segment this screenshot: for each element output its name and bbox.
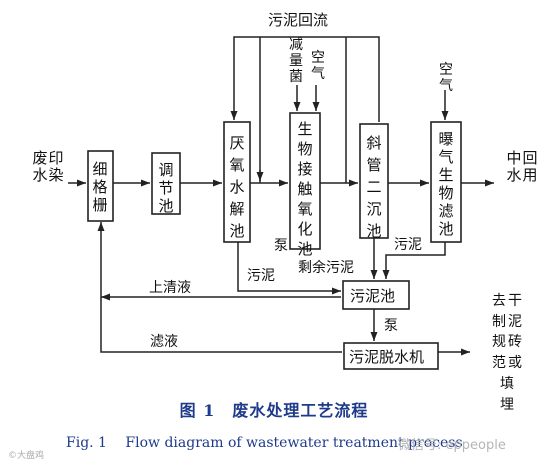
watermark-right: 微信号: eppeople: [398, 438, 506, 453]
label-supernatant: 上清液: [149, 280, 191, 296]
contact-oxidation-tank-label-char: 化: [297, 220, 312, 238]
flow-lines: [68, 36, 494, 356]
baf-label-char: 池: [438, 220, 453, 238]
sludge-disposal-label-char: 去: [492, 293, 506, 309]
contact-oxidation-tank-label-char: 接: [297, 160, 312, 178]
horizontal-labels: 污泥回流 泵 污泥 剩余污泥 污泥 上清液 泵 滤液 污泥池 污泥脱水机: [149, 11, 424, 366]
sludge-return-line: [230, 36, 380, 122]
label-pump-2: 泵: [384, 318, 398, 334]
contact-oxidation-tank-label-char: 物: [297, 140, 312, 158]
clarifier-label-char: 斜: [366, 134, 381, 152]
fine-screen-label-char: 格: [92, 178, 107, 196]
baf-label-char: 滤: [438, 202, 453, 220]
label-sludge-1: 污泥: [247, 268, 275, 284]
fine-screen-box: [87, 150, 114, 222]
hydrolysis-tank-label-char: 厌: [229, 134, 244, 152]
baf-label-char: 气: [438, 148, 453, 166]
label-filtrate: 滤液: [150, 334, 178, 350]
input-label-char: 染: [48, 166, 63, 184]
hydrolysis-tank-label-char: 水: [229, 178, 244, 196]
clarifier-label-char: 沉: [366, 200, 381, 218]
sludge-tank-label: 污泥池: [350, 287, 395, 305]
label-pump-1: 泵: [274, 238, 288, 254]
hydrolysis-tank-label-char: 池: [229, 222, 244, 240]
reduced-bacteria-label-char: 减: [289, 37, 303, 53]
air-2-label-char: 空: [439, 62, 453, 78]
hydrolysis-tank-label-char: 氧: [229, 156, 244, 174]
equalization-tank-box: [151, 152, 181, 215]
sludge-disposal-label-char: 规: [492, 334, 506, 350]
output-label-char: 水: [506, 166, 521, 184]
sludge-disposal-label-char: 泥: [508, 314, 522, 330]
baf-label-char: 生: [438, 166, 453, 184]
label-sludge-2: 污泥: [394, 237, 422, 253]
air-2-label: 空气: [439, 62, 453, 94]
equalization-tank-label-char: 调: [158, 161, 173, 179]
output-label-char: 用: [522, 166, 537, 184]
sludge-tank-box: [342, 280, 410, 310]
input-label-char: 废: [32, 149, 47, 167]
clarifier-label-char: 二: [366, 178, 381, 196]
input-label-char: 印: [48, 149, 63, 167]
baf-label-char: 曝: [438, 130, 453, 148]
clarifier-label-char: 管: [366, 156, 381, 174]
sludge-disposal-label-char: 或: [508, 355, 522, 371]
dewatering-machine-box: [343, 342, 439, 370]
watermark-left: ©大盘鸡: [8, 451, 45, 461]
fine-screen-label: 细格栅: [92, 160, 107, 214]
output-label-char: 回: [522, 149, 537, 167]
output-label-char: 中: [506, 149, 521, 167]
equalization-tank-label: 调节池: [158, 161, 173, 215]
sludge-disposal-label-char: 砖: [508, 334, 522, 350]
sludge-from-baf: [382, 242, 446, 279]
hydrolysis-tank-label-char: 解: [229, 200, 244, 218]
caption-chinese: 图 1 废水处理工艺流程: [179, 401, 369, 420]
input-label-char: 水: [32, 166, 47, 184]
process-boxes: [87, 112, 462, 370]
reduced-bacteria-label-char: 菌: [289, 69, 303, 85]
sludge-disposal-label-char: 范: [492, 354, 506, 371]
sludge-disposal-label-char: 埋: [500, 397, 514, 413]
air-1-label-char: 气: [311, 66, 325, 82]
contact-oxidation-tank-label-char: 生: [297, 120, 312, 138]
air-2-label-char: 气: [439, 78, 453, 94]
equalization-tank-label-char: 节: [158, 179, 173, 197]
baf-box: [430, 121, 462, 243]
air-1-label-char: 空: [311, 50, 325, 66]
hydrolysis-tank-box: [223, 121, 251, 243]
baf-label-char: 物: [438, 184, 453, 202]
sludge-disposal-label-char: 干: [508, 293, 522, 309]
contact-oxidation-tank-label-char: 池: [297, 240, 312, 258]
contact-oxidation-tank-box: [289, 112, 321, 250]
sludge-disposal-label-char: 填: [500, 376, 514, 392]
filtrate-return: [97, 222, 342, 353]
equalization-tank-label-char: 池: [158, 197, 173, 215]
caption-english: Fig. 1 Flow diagram of wastewater treatm…: [66, 435, 463, 451]
reduced-bacteria-label: 减量菌: [289, 37, 303, 85]
label-sludge-return: 污泥回流: [268, 11, 328, 29]
fine-screen-label-char: 细: [92, 160, 107, 178]
clarifier-label-char: 池: [366, 222, 381, 240]
sludge-disposal-label-char: 制: [492, 314, 506, 330]
air-1-label: 空气: [311, 50, 325, 82]
contact-oxidation-tank-label-char: 触: [297, 180, 312, 198]
sludge-from-hydrolysis: [237, 242, 341, 295]
label-excess-sludge: 剩余污泥: [298, 259, 354, 276]
fine-screen-label-char: 栅: [92, 196, 107, 214]
dewatering-machine-label: 污泥脱水机: [349, 348, 424, 366]
contact-oxidation-tank-label-char: 氧: [297, 200, 312, 218]
reduced-bacteria-label-char: 量: [289, 53, 303, 69]
vertical-labels: 印染废水中水回用细格栅调节池厌氧水解池生物接触氧化池斜管二沉池曝气生物滤池减量菌…: [32, 37, 537, 413]
clarifier-box: [359, 123, 389, 239]
